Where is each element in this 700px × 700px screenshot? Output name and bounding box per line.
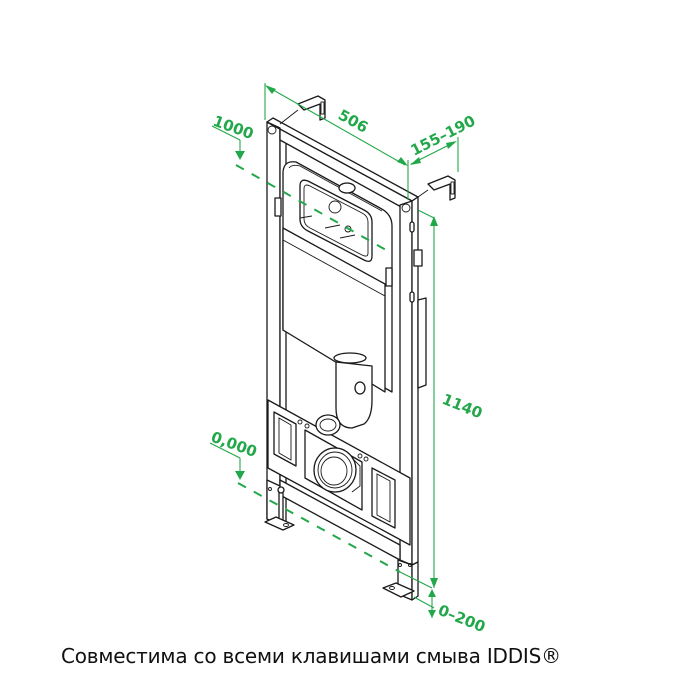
dimension-lines <box>209 83 459 618</box>
wall-bracket-left <box>279 95 326 125</box>
installation-frame-drawing: 506 155–190 1000 1140 0,000 0–200 <box>209 83 488 636</box>
leg-right <box>382 559 419 601</box>
lower-openings <box>273 411 396 529</box>
dim-height-label: 1140 <box>440 390 485 422</box>
wall-bracket-right <box>417 175 456 201</box>
compatibility-caption: Совместима со всеми клавишами смыва IDDI… <box>61 644 561 668</box>
drain-pipe <box>315 352 373 436</box>
dim-floor-level-label: 0,000 <box>209 428 260 461</box>
side-clips <box>409 221 427 389</box>
outlet-connector <box>313 447 361 493</box>
dim-top-level-label: 1000 <box>211 112 256 143</box>
dim-width-label: 506 <box>335 106 371 137</box>
cistern <box>274 161 393 393</box>
dim-leg-extension-label: 0–200 <box>436 601 488 636</box>
dim-depth-label: 155–190 <box>408 112 479 160</box>
